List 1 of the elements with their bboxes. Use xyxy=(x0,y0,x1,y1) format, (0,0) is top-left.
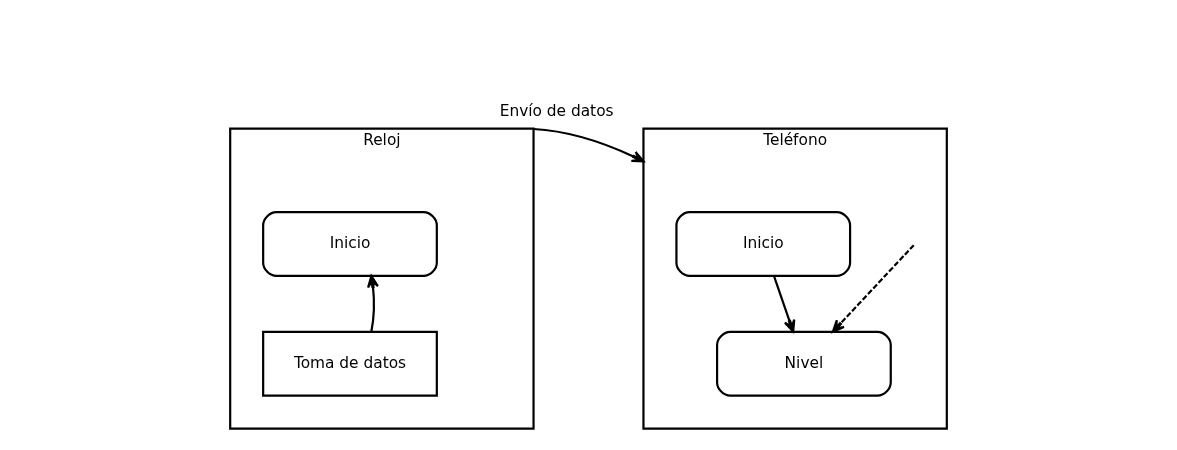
edge-label: Envío de datos xyxy=(499,101,614,120)
